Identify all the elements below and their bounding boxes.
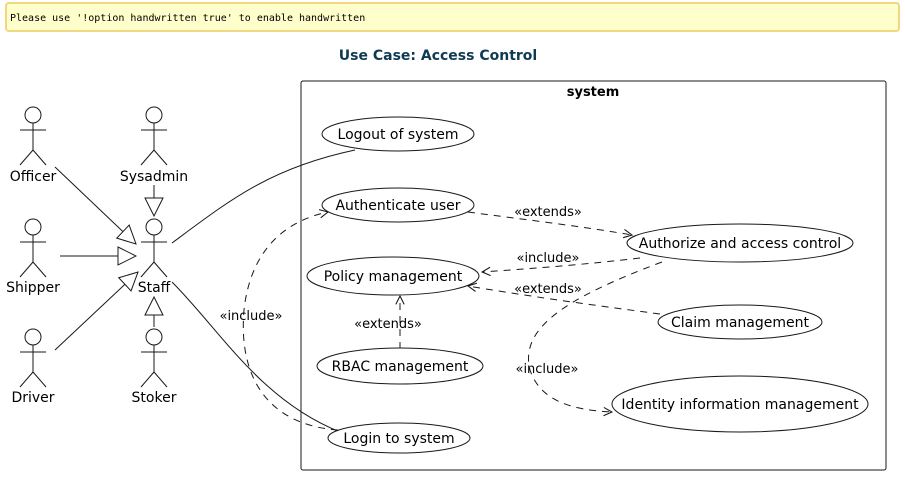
edge-label-extends: «extends» bbox=[514, 282, 582, 297]
actor-label: Sysadmin bbox=[120, 169, 188, 185]
actor-sysadmin[interactable]: Sysadmin bbox=[120, 106, 188, 185]
stick-figure-icon bbox=[140, 218, 168, 278]
actor-label: Shipper bbox=[6, 280, 60, 296]
use-case-identity[interactable]: Identity information management bbox=[611, 375, 869, 433]
use-case-label: Authorize and access control bbox=[639, 236, 841, 252]
use-case-label: Authenticate user bbox=[335, 198, 460, 214]
dependency-authorize-policy bbox=[482, 257, 641, 272]
edge-label-include: «include» bbox=[515, 362, 578, 377]
actor-officer[interactable]: Officer bbox=[10, 106, 57, 185]
use-case-logout[interactable]: Logout of system bbox=[321, 116, 475, 152]
actor-label: Officer bbox=[10, 169, 57, 185]
use-case-label: Login to system bbox=[343, 431, 454, 447]
generalization-driver-staff bbox=[54, 272, 138, 351]
dependency-claim-policy bbox=[468, 286, 661, 315]
stick-figure-icon bbox=[140, 106, 168, 166]
use-case-claim[interactable]: Claim management bbox=[657, 304, 823, 340]
diagram-title: Use Case: Access Control bbox=[339, 48, 537, 64]
actor-label: Driver bbox=[11, 390, 54, 406]
use-case-label: Identity information management bbox=[621, 397, 859, 413]
generalization-officer-staff bbox=[54, 166, 136, 244]
use-case-authorize[interactable]: Authorize and access control bbox=[626, 223, 854, 263]
use-case-policy[interactable]: Policy management bbox=[306, 256, 480, 296]
edge-label-include: «include» bbox=[219, 309, 282, 324]
actor-stoker[interactable]: Stoker bbox=[132, 328, 177, 406]
use-case-login[interactable]: Login to system bbox=[327, 422, 471, 454]
actor-label: Stoker bbox=[132, 390, 177, 406]
notice-banner: Please use '!option handwritten true' to… bbox=[5, 2, 900, 32]
dependency-login-authenticate bbox=[242, 212, 339, 431]
actor-driver[interactable]: Driver bbox=[11, 328, 55, 406]
system-label: system bbox=[567, 85, 620, 100]
use-case-label: Logout of system bbox=[338, 127, 459, 143]
actor-staff[interactable]: Staff bbox=[138, 218, 171, 296]
use-case-label: Claim management bbox=[671, 315, 810, 331]
dependency-authenticate-authorize bbox=[467, 211, 632, 235]
edge-label-extends: «extends» bbox=[354, 317, 422, 332]
use-case-label: Policy management bbox=[324, 269, 463, 285]
stick-figure-icon bbox=[19, 106, 47, 166]
actor-shipper[interactable]: Shipper bbox=[6, 218, 60, 296]
notice-text: Please use '!option handwritten true' to… bbox=[10, 13, 365, 24]
association-staff-logout bbox=[171, 149, 356, 244]
stick-figure-icon bbox=[19, 218, 47, 278]
edge-label-include: «include» bbox=[516, 251, 579, 266]
stick-figure-icon bbox=[19, 328, 47, 388]
use-case-label: RBAC management bbox=[332, 359, 469, 375]
edge-label-extends: «extends» bbox=[514, 205, 582, 220]
use-case-authenticate[interactable]: Authenticate user bbox=[321, 187, 475, 223]
association-staff-login bbox=[171, 281, 341, 433]
use-case-rbac[interactable]: RBAC management bbox=[316, 347, 484, 385]
stick-figure-icon bbox=[140, 328, 168, 388]
actor-label: Staff bbox=[138, 280, 171, 296]
